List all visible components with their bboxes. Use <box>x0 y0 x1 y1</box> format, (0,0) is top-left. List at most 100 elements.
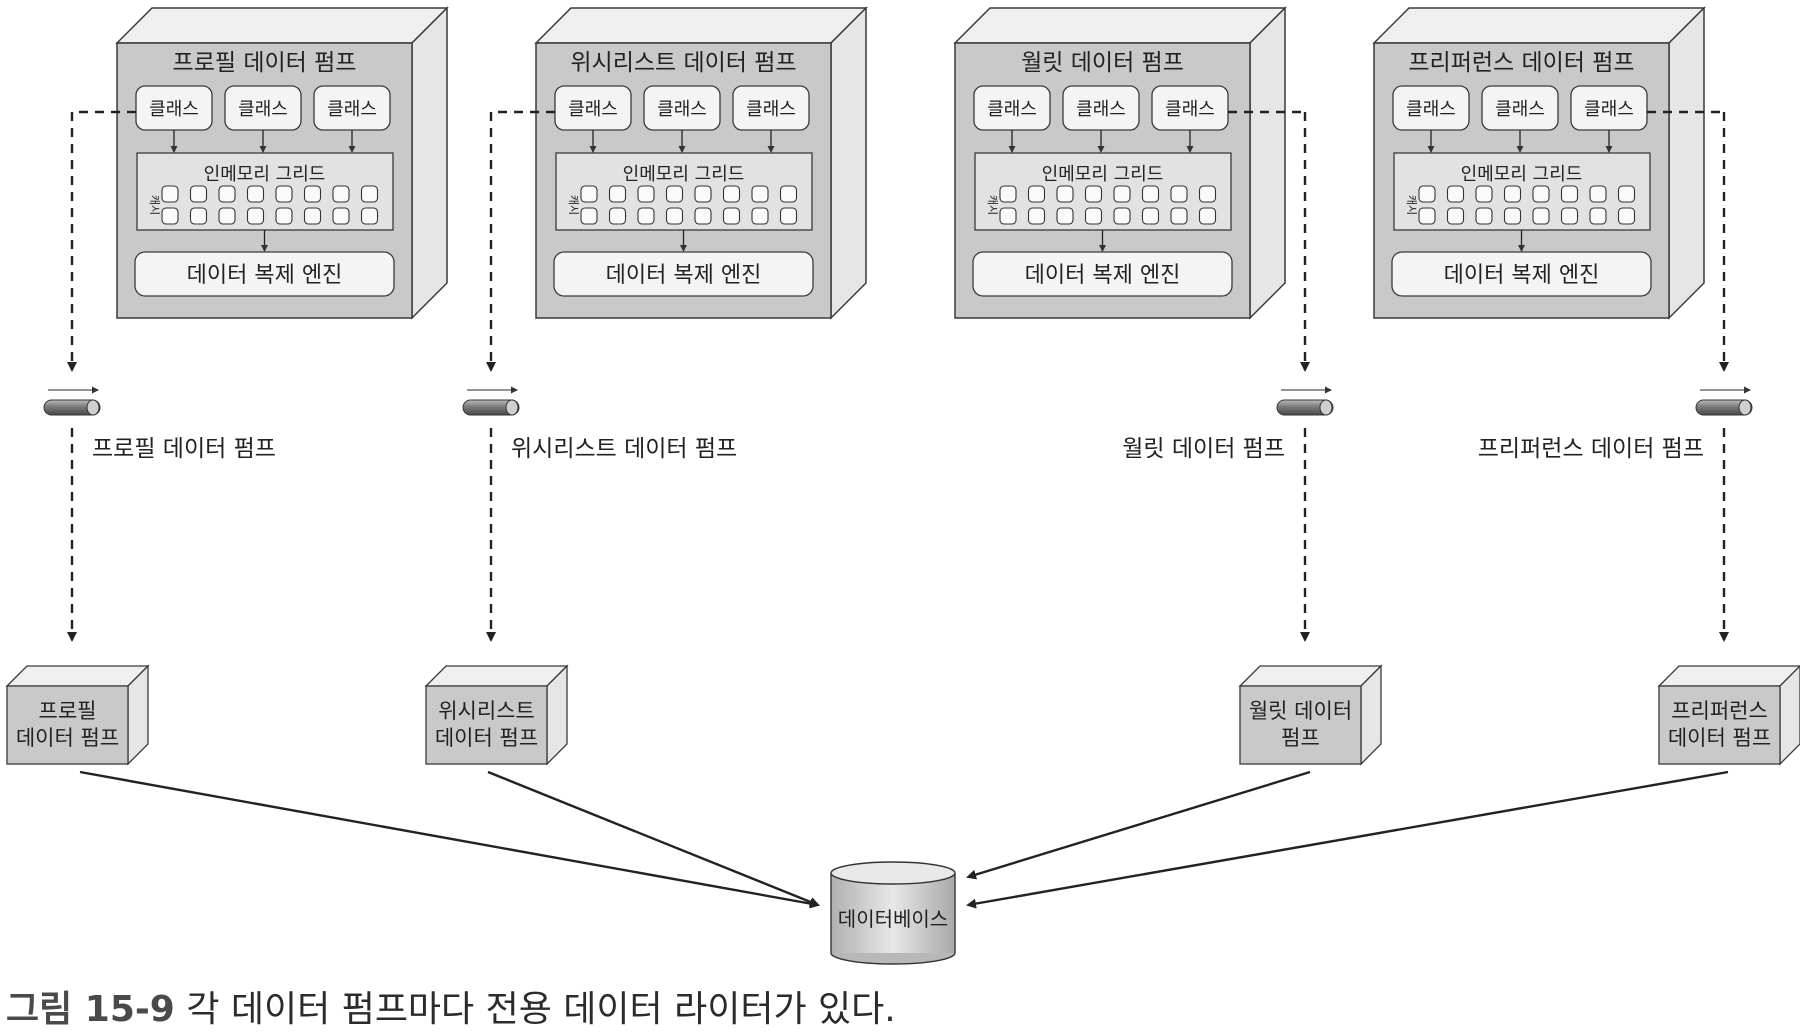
data-writer-label: 데이터 펌프 <box>435 726 538 750</box>
database-icon: 데이터베이스 <box>830 861 956 965</box>
pump-box-side <box>830 6 867 320</box>
cache-cell <box>1198 185 1217 203</box>
cache-cell <box>1560 207 1579 225</box>
cache-cell <box>1475 185 1493 203</box>
cache-cell <box>1056 207 1074 225</box>
cache-cell <box>1027 185 1046 203</box>
topic-pipe-body <box>462 399 520 416</box>
topic-pipe-body <box>43 399 101 416</box>
writer-box-top <box>424 665 569 687</box>
cache-cell <box>332 185 350 203</box>
cache-cell <box>608 207 627 225</box>
cache-cell <box>999 207 1017 225</box>
writer-box-top <box>1657 665 1800 687</box>
cache-cell <box>189 185 208 203</box>
data-writer-label: 데이터 펌프 <box>1668 726 1771 750</box>
in-memory-grid <box>974 152 1232 231</box>
cache-cell <box>608 185 627 203</box>
class-label: 클래스 <box>746 99 796 120</box>
writer-to-database-arrow <box>966 770 1729 909</box>
cache-cell <box>303 185 322 203</box>
cache-cell <box>722 185 741 203</box>
cache-cell <box>637 207 655 225</box>
pump-title: 프로필 데이터 펌프 <box>173 50 357 76</box>
data-writer-box <box>425 685 548 765</box>
cache-cell <box>275 185 293 203</box>
cache-cell <box>779 207 798 225</box>
database-label: 데이터베이스 <box>838 907 948 931</box>
cache-cell <box>1532 185 1550 203</box>
cache-cell <box>189 207 208 225</box>
class-label: 클래스 <box>568 99 618 120</box>
replication-engine-label: 데이터 복제 엔진 <box>1444 263 1600 288</box>
database-top <box>830 861 956 885</box>
data-writer-box <box>6 685 129 765</box>
replication-engine-label: 데이터 복제 엔진 <box>1025 263 1181 288</box>
cache-cell <box>1418 207 1436 225</box>
cache-cell <box>1617 207 1636 225</box>
cache-cell <box>1084 207 1103 225</box>
topic-pipe-icon <box>1695 386 1753 416</box>
pump-box-top <box>534 7 868 44</box>
class-label: 클래스 <box>149 99 199 120</box>
figure-caption: 그림 15-9 각 데이터 펌프마다 전용 데이터 라이터가 있다. <box>6 980 896 1032</box>
topic-label: 월릿 데이터 펌프 <box>1122 436 1285 462</box>
cache-label: 캐시 <box>1405 195 1418 215</box>
replication-engine <box>553 251 814 297</box>
topic-pipe-icon <box>43 386 101 416</box>
cache-cell <box>1141 207 1160 225</box>
cache-cell <box>694 185 712 203</box>
writer-box-top <box>1238 665 1383 687</box>
class-label: 클래스 <box>1584 99 1634 120</box>
topic-pipe-end <box>505 399 519 416</box>
cache-cell <box>1198 207 1217 225</box>
cache-cell <box>303 207 322 225</box>
in-memory-grid-label: 인메모리 그리드 <box>1042 164 1164 185</box>
cache-cell <box>751 185 769 203</box>
topic-pipe-body <box>1695 399 1753 416</box>
cache-cell <box>161 207 179 225</box>
cache-cell <box>161 185 179 203</box>
in-memory-grid <box>136 152 394 231</box>
class-label: 클래스 <box>1406 99 1456 120</box>
cache-label: 캐시 <box>148 195 161 215</box>
database-bottom <box>830 952 956 965</box>
in-memory-grid-label: 인메모리 그리드 <box>1461 164 1583 185</box>
cache-cell <box>751 207 769 225</box>
cache-cell <box>1532 207 1550 225</box>
cache-cell <box>694 207 712 225</box>
cache-cell <box>580 207 598 225</box>
figure-caption-text: 각 데이터 펌프마다 전용 데이터 라이터가 있다. <box>186 989 896 1030</box>
in-memory-grid-label: 인메모리 그리드 <box>623 164 745 185</box>
replication-engine-label: 데이터 복제 엔진 <box>187 263 343 288</box>
topic-label: 위시리스트 데이터 펌프 <box>511 436 737 462</box>
cache-cell <box>1027 207 1046 225</box>
writer-to-database-arrow <box>79 770 820 909</box>
topic-pipe-end <box>86 399 100 416</box>
replication-engine <box>972 251 1233 297</box>
data-writer-label: 월릿 데이터 <box>1249 699 1352 723</box>
replication-engine <box>1391 251 1652 297</box>
cache-cell <box>637 185 655 203</box>
class-label: 클래스 <box>1495 99 1545 120</box>
pump-box-side <box>1668 6 1705 320</box>
cache-cell <box>246 207 265 225</box>
in-memory-grid <box>555 152 813 231</box>
cache-cell <box>1446 207 1465 225</box>
cache-cell <box>1170 185 1188 203</box>
topic-label: 프리퍼런스 데이터 펌프 <box>1478 436 1704 462</box>
cache-cell <box>1617 185 1636 203</box>
data-writer-label: 데이터 펌프 <box>16 726 119 750</box>
cache-cell <box>1589 185 1607 203</box>
cache-cell <box>1113 207 1131 225</box>
cache-cell <box>779 185 798 203</box>
class-label: 클래스 <box>987 99 1037 120</box>
pump-box-side <box>1249 6 1286 320</box>
writer-to-database-arrow <box>966 770 1311 880</box>
topic-pipe-icon <box>462 386 520 416</box>
data-writer-box <box>1239 685 1362 765</box>
pump-title: 월릿 데이터 펌프 <box>1021 50 1184 76</box>
